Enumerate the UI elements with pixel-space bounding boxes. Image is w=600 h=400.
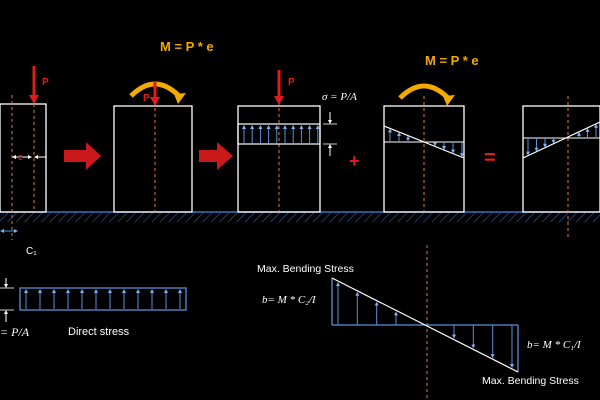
ground [0, 211, 600, 222]
load-label-2: P [143, 93, 150, 104]
bending-c1-label: b= M * C₁/I [527, 339, 582, 351]
eccentricity-label: e [18, 152, 23, 162]
transition-arrow-2 [199, 142, 233, 170]
column-3: P σ = P/A [237, 70, 357, 213]
direct-stress-arrows [24, 289, 182, 309]
max-bending-bottom-label: Max. Bending Stress [482, 375, 579, 387]
column-5 [522, 96, 600, 240]
direct-stress-diagram: = P/A Direct stress [0, 278, 187, 339]
p-over-a-label: = P/A [0, 325, 30, 339]
c1-label: C₁ [26, 246, 37, 257]
bending-stress-diagram: Max. Bending Stress b= M * C₂/I b= M * C… [257, 245, 582, 400]
plus-sign: + [349, 151, 360, 171]
transition-arrow-1 [64, 142, 101, 170]
direct-stress-label: Direct stress [68, 326, 130, 338]
moment-label-1: M = P * e [160, 39, 214, 54]
max-bending-top-label: Max. Bending Stress [257, 263, 354, 275]
bending-stress-arrows-col [388, 128, 464, 158]
sigma-label: σ = P/A [322, 91, 357, 103]
direct-stress-block-col [237, 123, 321, 145]
moment-label-2: M = P * e [425, 53, 479, 68]
load-label-1: P [42, 77, 49, 88]
bending-stress-arrows [336, 282, 514, 368]
column-1: P e C₁ [0, 66, 49, 257]
combined-stress-arrows-col [526, 123, 598, 156]
moment-arc-2 [398, 83, 450, 100]
equals-sign: = [484, 147, 496, 169]
direct-stress-arrows-col [242, 125, 320, 143]
load-label-3: P [288, 77, 295, 88]
column-4: M = P * e [383, 53, 479, 213]
column-2: M = P * e P [113, 39, 214, 213]
bending-c2-label: b= M * C₂/I [262, 294, 317, 306]
